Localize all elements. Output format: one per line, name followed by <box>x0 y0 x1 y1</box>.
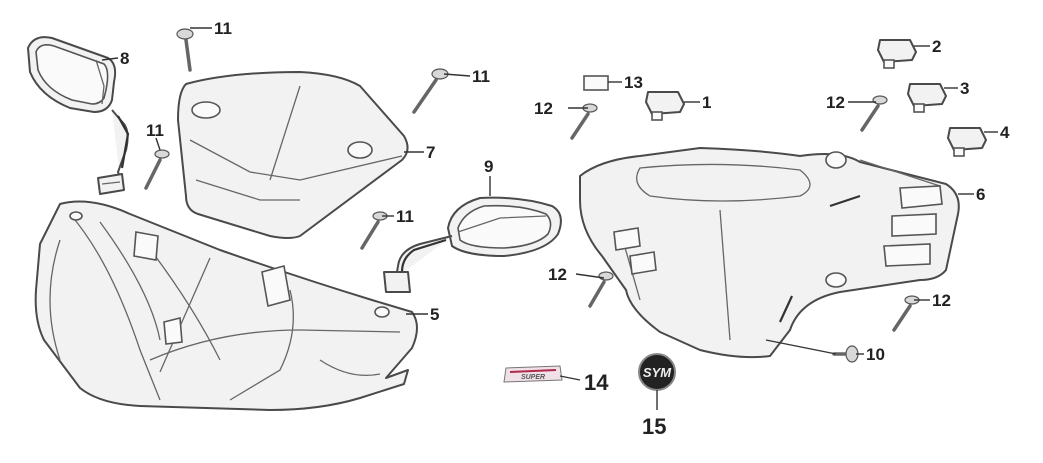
screw-part-11-d <box>360 211 388 250</box>
switch-part-3 <box>907 83 947 113</box>
callout-3: 3 <box>960 79 969 98</box>
callout-1: 1 <box>702 93 711 112</box>
screw-part-12-b <box>860 95 888 132</box>
leader-lines <box>101 27 998 410</box>
switch-part-2 <box>877 39 917 69</box>
rear-handlebar-cover-part-6 <box>579 147 960 359</box>
bolt-part-10 <box>832 345 859 363</box>
callout-12-a: 12 <box>534 99 553 118</box>
badge-text: SUPER <box>521 374 545 381</box>
screw-part-11-c <box>144 149 170 190</box>
callout-7: 7 <box>426 143 435 162</box>
callout-8: 8 <box>120 49 129 68</box>
callout-11-c: 11 <box>146 121 164 140</box>
callout-2: 2 <box>932 37 941 56</box>
callout-9: 9 <box>484 157 493 176</box>
sym-emblem-part-15: SYM <box>638 353 676 391</box>
super-badge-part-14: SUPER <box>503 365 563 383</box>
callout-4: 4 <box>1000 123 1010 142</box>
callout-11-d: 11 <box>396 207 414 226</box>
switch-part-4 <box>947 127 987 157</box>
callout-13: 13 <box>624 73 643 92</box>
callout-11-a: 11 <box>214 19 232 38</box>
screw-part-11-b <box>412 68 449 114</box>
screw-part-12-a <box>570 103 598 140</box>
callout-5: 5 <box>430 305 439 324</box>
callout-6: 6 <box>976 185 985 204</box>
callout-10: 10 <box>866 345 885 364</box>
callout-11-b: 11 <box>472 67 490 86</box>
callout-labels: 11 11 11 11 8 7 9 5 1 2 3 4 6 13 12 12 1… <box>120 19 1010 439</box>
callout-15: 15 <box>642 414 666 439</box>
left-mirror-part-8 <box>27 36 130 195</box>
callout-14: 14 <box>584 370 609 395</box>
callout-12-d: 12 <box>932 291 951 310</box>
screw-part-11-a <box>176 28 194 72</box>
label-plate-part-13 <box>583 75 609 91</box>
callout-12-b: 12 <box>826 93 845 112</box>
right-mirror-part-9 <box>383 196 562 293</box>
front-handlebar-cover-part-5 <box>34 200 418 411</box>
top-cover-part-7 <box>177 71 409 239</box>
switch-part-1 <box>645 91 685 121</box>
callout-12-c: 12 <box>548 265 567 284</box>
emblem-text: SYM <box>643 365 672 380</box>
screw-part-12-d <box>892 295 920 332</box>
